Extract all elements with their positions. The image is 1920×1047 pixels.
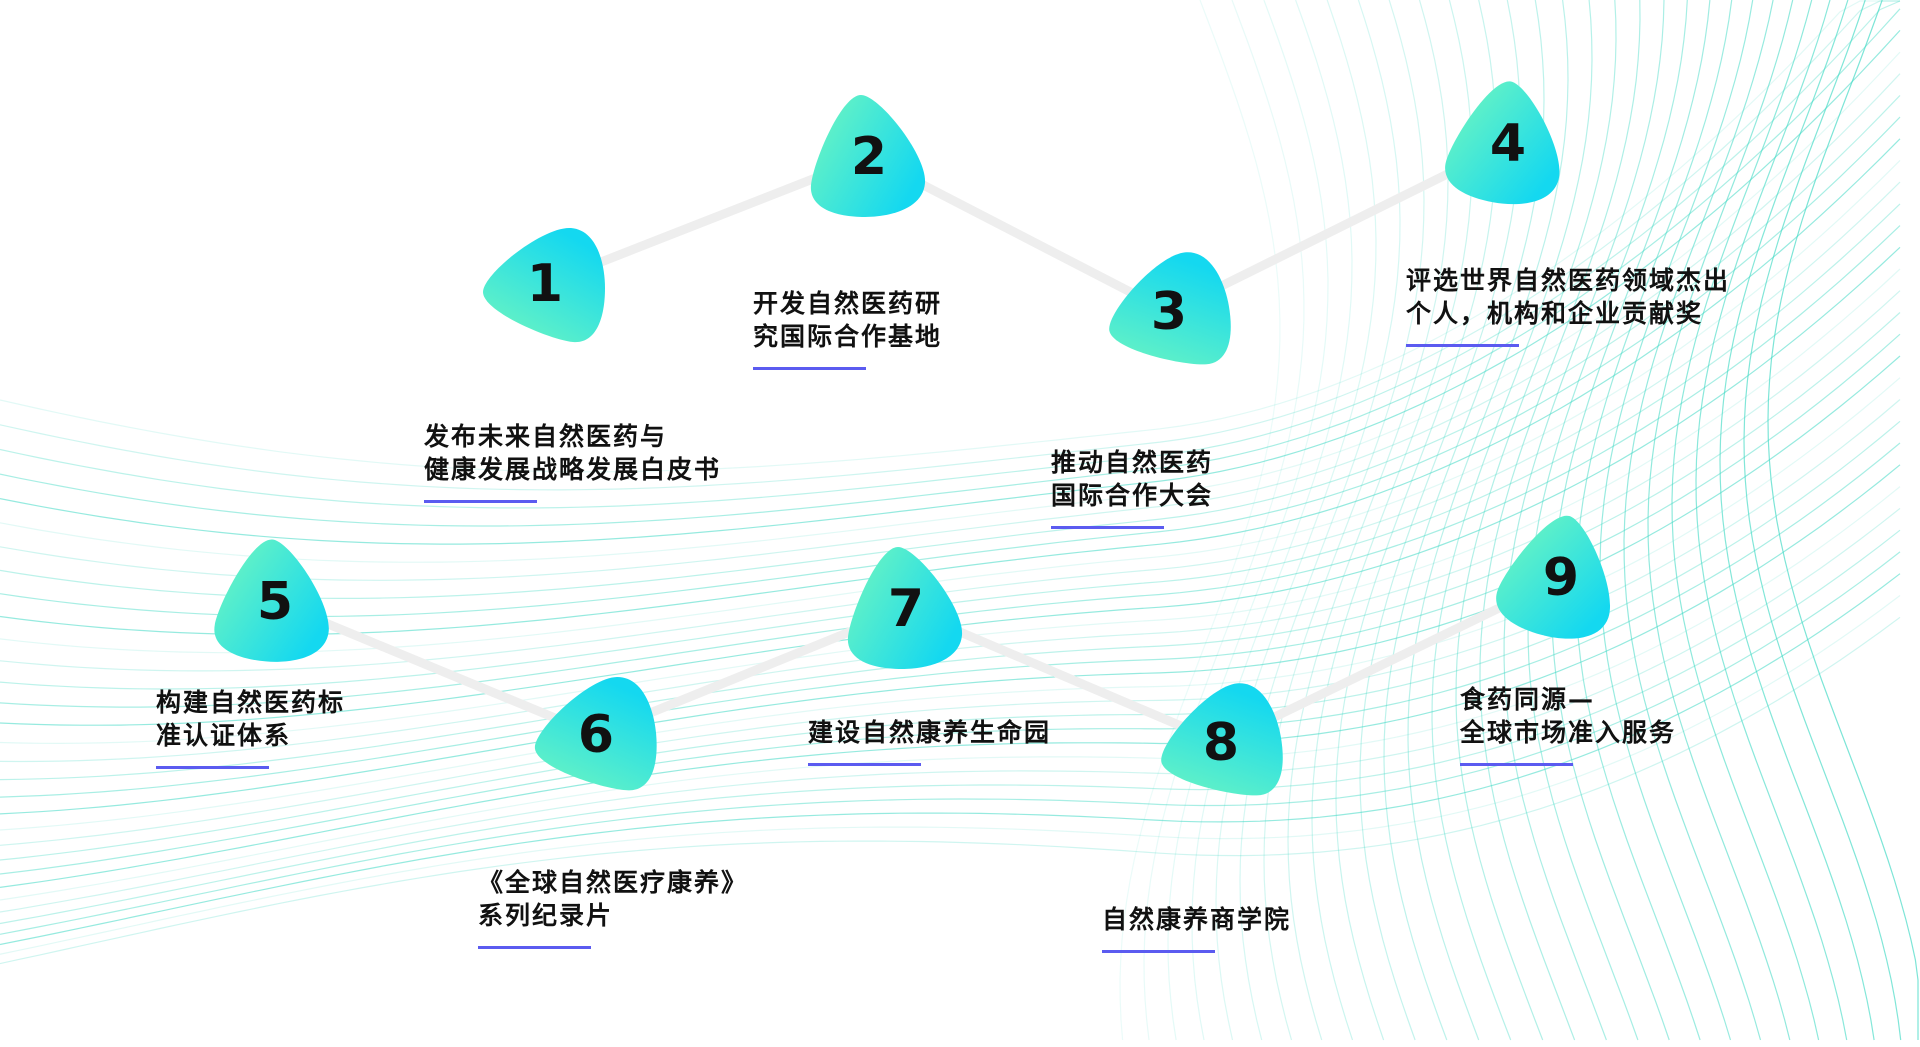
wave-line	[0, 442, 1901, 875]
wave-line	[0, 29, 1901, 545]
step-number: 5	[256, 572, 294, 632]
step-number: 7	[887, 579, 925, 639]
wave-line	[1479, 0, 1641, 1041]
teardrop-blob-icon	[1445, 81, 1560, 205]
wave-line	[0, 507, 1901, 913]
wave-line	[1527, 0, 1688, 1041]
item-label-3: 推动自然医药国际合作大会	[1051, 446, 1213, 529]
wave-line	[1503, 0, 1665, 1041]
item-label-2: 开发自然医药研究国际合作基地	[753, 287, 942, 370]
wave-line	[0, 73, 1901, 581]
label-underline	[424, 500, 537, 503]
wave-line	[1671, 0, 1820, 1041]
step-node-3: 3	[1099, 242, 1239, 382]
wave-line	[1575, 0, 1733, 1041]
wave-line	[1431, 0, 1593, 1041]
wave-line	[1455, 0, 1617, 1041]
wave-line	[0, 0, 1901, 509]
teardrop-blob-icon	[483, 227, 605, 343]
wave-line	[1407, 0, 1569, 1041]
wave-line	[0, 551, 1901, 935]
teardrop-blob-icon	[214, 539, 329, 662]
wave-line	[1599, 0, 1754, 1041]
wave-line	[1767, 0, 1919, 1040]
step-number: 2	[850, 127, 888, 187]
wave-line	[1215, 0, 1377, 1041]
label-underline	[156, 766, 269, 769]
teardrop-blob-icon	[1161, 683, 1283, 796]
wave-line	[1695, 0, 1848, 1041]
step-number: 1	[526, 254, 564, 314]
label-underline	[478, 946, 591, 949]
label-underline	[1460, 763, 1573, 766]
step-node-4: 4	[1438, 74, 1578, 214]
wave-line	[0, 51, 1901, 563]
label-underline	[1406, 344, 1519, 347]
wave-line	[0, 573, 1901, 946]
wave-line	[1119, 0, 1281, 1041]
step-node-9: 9	[1491, 508, 1631, 648]
label-underline	[753, 367, 866, 370]
step-node-1: 1	[475, 214, 615, 354]
wave-line	[1623, 0, 1774, 1041]
step-number: 6	[577, 705, 615, 765]
wave-line	[1143, 0, 1305, 1041]
item-label-6: 《全球自然医疗康养》系列纪录片	[478, 866, 748, 949]
wave-line	[1719, 0, 1875, 1041]
wave-line	[0, 0, 1900, 473]
teardrop-blob-icon	[1496, 516, 1610, 639]
step-node-5: 5	[205, 532, 345, 672]
label-underline	[808, 763, 921, 766]
step-node-6: 6	[526, 665, 666, 805]
wave-line	[1743, 0, 1902, 1041]
wave-line	[0, 181, 1901, 672]
item-label-4: 评选世界自然医药领域杰出个人，机构和企业贡献奖	[1406, 264, 1730, 347]
item-label-8: 自然康养商学院	[1102, 903, 1291, 953]
wave-line	[1647, 0, 1794, 1041]
item-label-9: 食药同源—全球市场准入服务	[1460, 683, 1676, 766]
wave-line	[0, 529, 1901, 925]
wave-line	[0, 8, 1901, 527]
step-node-2: 2	[799, 87, 939, 227]
step-number: 3	[1150, 282, 1188, 342]
step-number: 4	[1489, 114, 1527, 174]
wave-line	[0, 0, 1900, 491]
teardrop-blob-icon	[810, 95, 926, 217]
wave-line	[0, 595, 1901, 955]
wave-line	[1167, 0, 1329, 1041]
wave-line	[0, 464, 1901, 888]
item-label-7: 建设自然康养生命园	[808, 716, 1051, 766]
wave-line	[1191, 0, 1353, 1041]
wave-line	[1263, 0, 1425, 1041]
wave-line	[0, 616, 1901, 965]
teardrop-blob-icon	[534, 676, 657, 791]
wave-line	[1239, 0, 1401, 1041]
step-node-7: 7	[836, 539, 976, 679]
step-node-8: 8	[1151, 673, 1291, 813]
teardrop-blob-icon	[1109, 252, 1231, 365]
teardrop-blob-icon	[847, 547, 963, 669]
step-number: 9	[1542, 548, 1580, 608]
label-underline	[1051, 526, 1164, 529]
item-label-1: 发布未来自然医药与健康发展战略发展白皮书	[424, 420, 721, 503]
step-number: 8	[1202, 713, 1240, 773]
item-label-5: 构建自然医药标准认证体系	[156, 686, 345, 769]
label-underline	[1102, 950, 1215, 953]
